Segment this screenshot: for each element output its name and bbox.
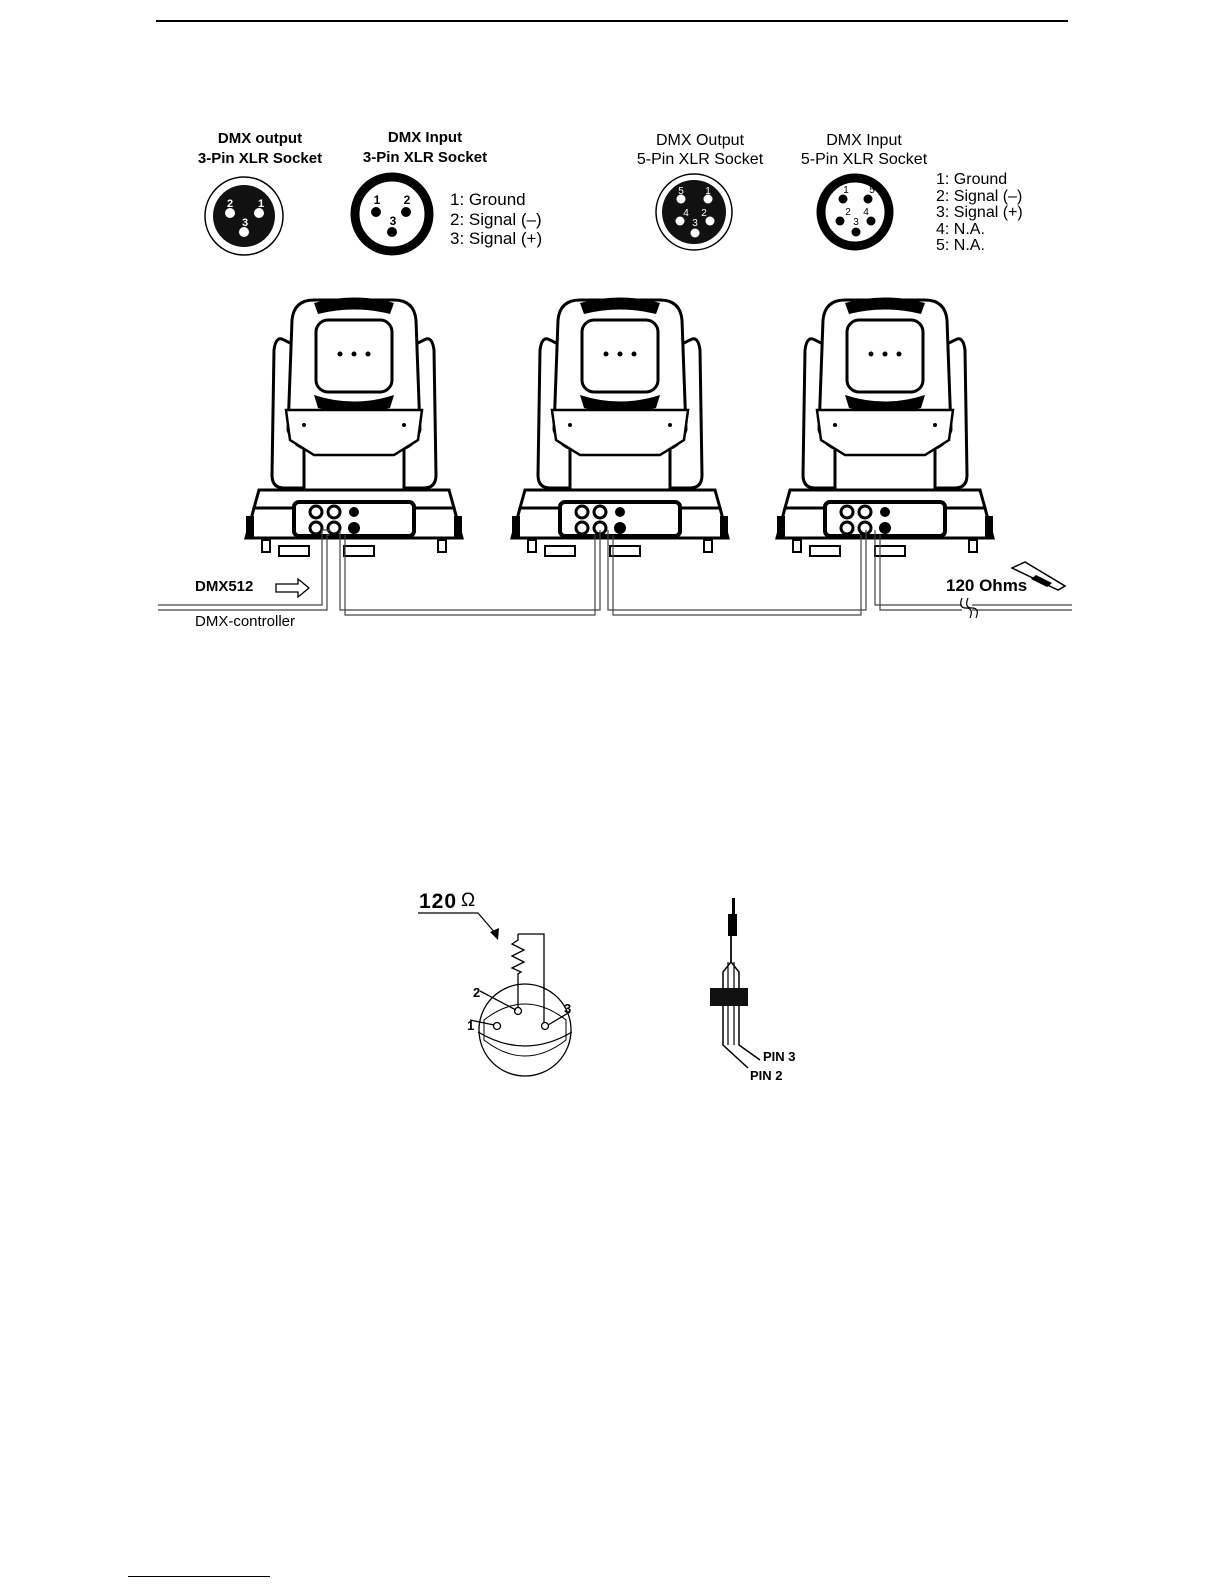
resistor-legs-icon — [710, 898, 760, 1068]
xlr5-input-socket-icon: 1 5 2 4 3 — [821, 178, 889, 246]
xlr5-output-socket-icon: 5 1 4 2 3 — [656, 174, 732, 250]
xlr3-output-pin-3-label: 3 — [242, 217, 248, 229]
resistance-value: 120 — [419, 890, 457, 913]
xlr-pin-3-label: 3 — [564, 1001, 571, 1016]
xlr5-input-pin-5-label: 5 — [869, 185, 875, 196]
xlr3-input-pin-1-label: 1 — [374, 193, 381, 207]
xlr-pin-2-label: 2 — [473, 985, 480, 1000]
xlr5-input-pin-4-label: 4 — [863, 207, 869, 218]
xlr-male-plug-icon — [470, 984, 572, 1076]
connector-symbols: 2 1 3 1 2 3 5 1 4 2 3 1 5 2 4 — [0, 0, 1225, 280]
wire-label-pin3: PIN 3 — [763, 1049, 796, 1064]
xlr3-output-pin-1-label: 1 — [258, 198, 264, 210]
xlr5-input-pin-2-label: 2 — [845, 207, 851, 218]
xlr5-output-pin-1-label: 1 — [705, 186, 711, 197]
pointer-arrow-icon — [490, 928, 499, 940]
dmx-controller-label: DMX-controller — [195, 613, 295, 630]
wire-label-pin2: PIN 2 — [750, 1068, 783, 1083]
footnote-rule — [128, 1576, 270, 1577]
terminator-label: 120 Ohms — [946, 576, 1027, 596]
xlr5-output-pin-3-label: 3 — [692, 218, 698, 229]
xlr3-input-pin-2-label: 2 — [404, 193, 411, 207]
dmx-cable-run — [158, 530, 1072, 618]
moving-head-fixture-1 — [246, 298, 462, 557]
xlr3-output-pin-2-label: 2 — [227, 198, 233, 210]
dmx-chain-diagram — [0, 290, 1225, 650]
moving-head-fixture-2 — [512, 298, 728, 557]
xlr5-output-pin-2-label: 2 — [701, 208, 707, 219]
xlr5-input-pin-3-label: 3 — [853, 217, 859, 228]
xlr5-input-pin-1-label: 1 — [843, 185, 849, 196]
xlr5-output-pin-5-label: 5 — [678, 186, 684, 197]
terminator-wiring-diagram: 120 Ω 1 2 3 PIN 3 PIN 2 — [0, 870, 1225, 1100]
xlr5-output-pin-4-label: 4 — [683, 208, 689, 219]
xlr3-input-pin-3-label: 3 — [390, 214, 397, 228]
resistance-unit: Ω — [461, 890, 475, 911]
xlr3-input-socket-icon: 1 2 3 — [355, 177, 429, 251]
dmx512-label: DMX512 — [195, 578, 253, 595]
xlr3-output-socket-icon: 2 1 3 — [205, 177, 283, 255]
xlr-pin-1-label: 1 — [467, 1018, 474, 1033]
dmx-input-arrow-icon — [276, 579, 309, 597]
moving-head-fixture-3 — [777, 298, 993, 557]
